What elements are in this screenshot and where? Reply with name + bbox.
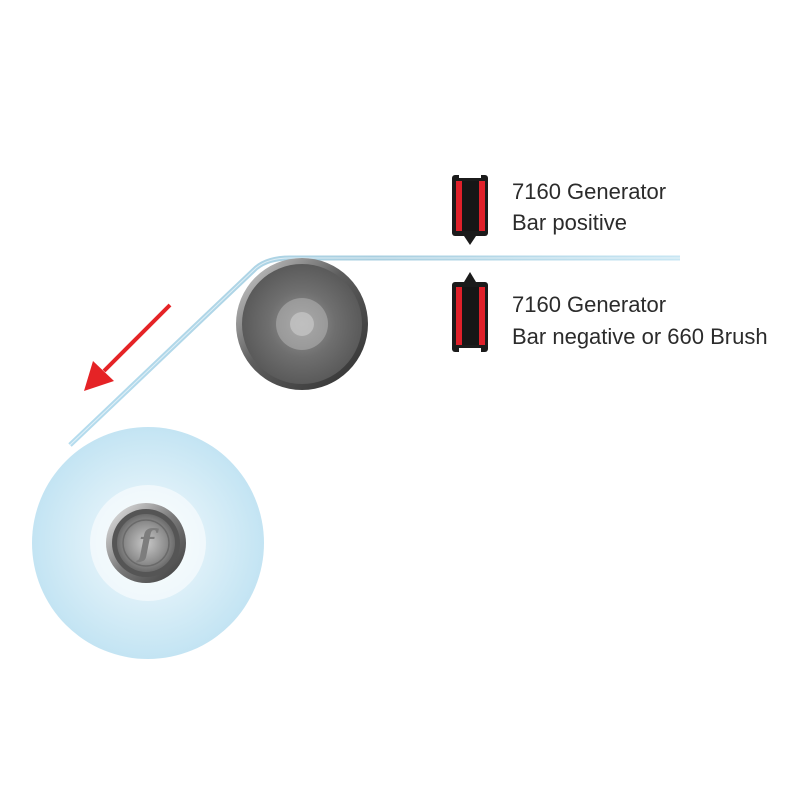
bar-positive-accent-left	[456, 181, 462, 231]
bar-positive-top-notch	[459, 172, 481, 178]
label-top-line1: 7160 Generator	[512, 179, 666, 204]
idler-hub-center	[290, 312, 314, 336]
label-bottom-line2: Bar negative or 660 Brush	[512, 324, 768, 349]
generator-bar-negative	[452, 272, 488, 354]
bar-positive-core	[462, 181, 479, 231]
bar-negative-accent-left	[456, 287, 462, 345]
bar-negative-accent-right	[479, 287, 485, 345]
web-highlight	[69, 257, 680, 446]
bar-negative-emitter	[464, 272, 476, 282]
idler-roller	[236, 258, 368, 390]
generator-bar-positive	[452, 172, 488, 245]
label-bottom-line1: 7160 Generator	[512, 292, 666, 317]
bar-positive-emitter	[464, 236, 476, 245]
arrow-shaft	[102, 303, 172, 373]
core-hub	[117, 514, 175, 572]
material-roll: f	[32, 427, 264, 659]
core-inner-ring	[122, 519, 170, 567]
web-strip	[68, 255, 680, 447]
bar-negative-core	[462, 287, 479, 345]
arrow-down-left-icon	[84, 303, 172, 391]
label-top-line2: Bar positive	[512, 210, 627, 235]
arrow-head	[84, 361, 114, 391]
bar-negative-bottom-notch	[459, 348, 481, 354]
web-path	[68, 255, 680, 447]
bar-positive-accent-right	[479, 181, 485, 231]
roll-core: f	[106, 503, 186, 583]
